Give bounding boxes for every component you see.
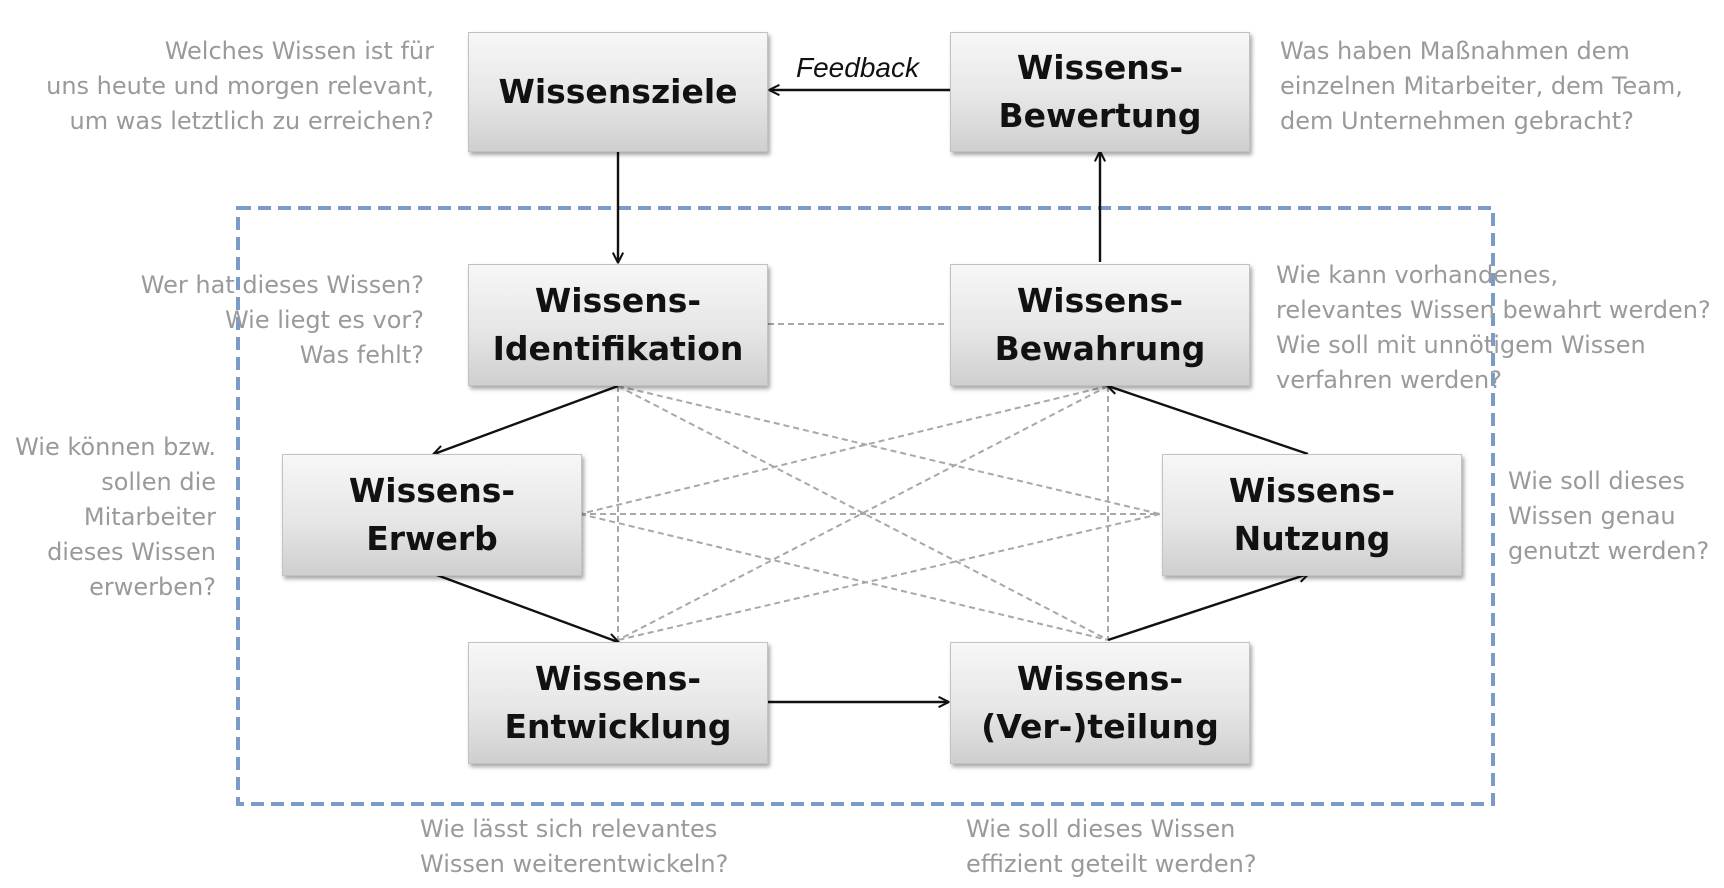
question-line: dem Unternehmen gebracht? — [1280, 107, 1634, 135]
question-line: Was fehlt? — [299, 341, 424, 369]
question-line: Wie lässt sich relevantes — [420, 815, 718, 843]
question-line: Wie können bzw. — [15, 433, 216, 461]
link-bewahrung-entwicklung — [617, 385, 1109, 641]
link-bewahrung-erwerb — [579, 385, 1109, 515]
dotted-links — [579, 323, 1161, 641]
question-line: verfahren werden? — [1276, 366, 1502, 394]
question-nutzung: Wie soll dieses Wissen genau genutzt wer… — [1508, 464, 1709, 569]
link-erwerb-verteilung — [579, 513, 1109, 641]
box-entwicklung-line-2: Entwicklung — [504, 707, 732, 746]
question-line: sollen die — [101, 468, 216, 496]
question-line: Wie soll mit unnötigem Wissen — [1276, 331, 1646, 359]
question-line: Wie kann vorhandenes, — [1276, 261, 1559, 289]
box-erwerb-line-1: Wissens- — [348, 471, 516, 510]
question-line: genutzt werden? — [1508, 537, 1710, 565]
question-line: einzelnen Mitarbeiter, dem Team, — [1280, 72, 1683, 100]
box-bewahrung-line-1: Wissens- — [1016, 281, 1184, 320]
arrow-erwerb-entwicklung — [433, 572, 618, 642]
question-line: Wie soll dieses Wissen — [966, 815, 1236, 843]
box-wissensziele: Wissensziele — [468, 32, 768, 152]
question-line: effizient geteilt werden? — [966, 850, 1257, 878]
box-wissens-verteilung: Wissens- (Ver-)teilung — [950, 642, 1250, 764]
arrow-identifikation-erwerb — [434, 384, 619, 454]
box-wissens-entwicklung: Wissens- Entwicklung — [468, 642, 768, 764]
box-wissensziele-line-1: Wissensziele — [498, 72, 738, 111]
box-identifikation-line-2: Identifikation — [492, 329, 744, 368]
box-bewahrung-line-2: Bewahrung — [994, 329, 1206, 368]
box-wissens-nutzung: Wissens- Nutzung — [1162, 454, 1462, 576]
question-line: Was haben Maßnahmen dem — [1280, 37, 1630, 65]
question-line: Wissen genau — [1508, 502, 1676, 530]
box-bewertung-line-2: Bewertung — [998, 96, 1202, 135]
question-bewahrung: Wie kann vorhandenes, relevantes Wissen … — [1276, 258, 1711, 398]
box-identifikation-line-1: Wissens- — [534, 281, 702, 320]
flow-arrows — [434, 90, 1308, 702]
box-bewertung-line-1: Wissens- — [1016, 48, 1184, 87]
question-line: Welches Wissen ist für — [164, 37, 434, 65]
process-boundary-frame — [236, 206, 1495, 806]
question-verteilung: Wie soll dieses Wissen effizient geteilt… — [966, 812, 1257, 882]
box-wissens-bewertung: Wissens- Bewertung — [950, 32, 1250, 152]
box-nutzung-line-2: Nutzung — [1233, 519, 1391, 558]
link-identifikation-nutzung — [617, 385, 1161, 515]
box-wissens-identifikation: Wissens- Identifikation — [468, 264, 768, 386]
box-erwerb-line-2: Erwerb — [366, 519, 498, 558]
arrow-verteilung-nutzung — [1107, 574, 1308, 642]
box-verteilung-line-1: Wissens- — [1016, 659, 1184, 698]
question-line: um was letztlich zu erreichen? — [69, 107, 434, 135]
box-wissens-erwerb: Wissens- Erwerb — [282, 454, 582, 576]
arrow-nutzung-bewahrung — [1108, 386, 1309, 456]
question-line: erwerben? — [89, 573, 216, 601]
box-wissens-bewahrung: Wissens- Bewahrung — [950, 264, 1250, 386]
question-line: Wer hat dieses Wissen? — [140, 271, 424, 299]
question-bewertung: Was haben Maßnahmen dem einzelnen Mitarb… — [1280, 34, 1683, 139]
question-line: dieses Wissen — [47, 538, 216, 566]
question-erwerb: Wie können bzw. sollen die Mitarbeiter d… — [15, 430, 216, 605]
question-line: Wie liegt es vor? — [224, 306, 424, 334]
box-entwicklung-line-1: Wissens- — [534, 659, 702, 698]
box-verteilung-line-2: (Ver-)teilung — [981, 707, 1219, 746]
question-line: Wie soll dieses — [1508, 467, 1685, 495]
question-line: Wissen weiterentwickeln? — [420, 850, 729, 878]
box-nutzung-line-1: Wissens- — [1228, 471, 1396, 510]
question-line: Mitarbeiter — [83, 503, 216, 531]
link-nutzung-entwicklung — [617, 513, 1161, 641]
feedback-label: Feedback — [796, 52, 919, 83]
question-line: relevantes Wissen bewahrt werden? — [1276, 296, 1711, 324]
question-entwicklung: Wie lässt sich relevantes Wissen weitere… — [420, 812, 728, 882]
question-wissensziele: Welches Wissen ist für uns heute und mor… — [46, 34, 434, 139]
question-identifikation: Wer hat dieses Wissen? Wie liegt es vor?… — [141, 268, 424, 373]
question-line: uns heute und morgen relevant, — [46, 72, 434, 100]
